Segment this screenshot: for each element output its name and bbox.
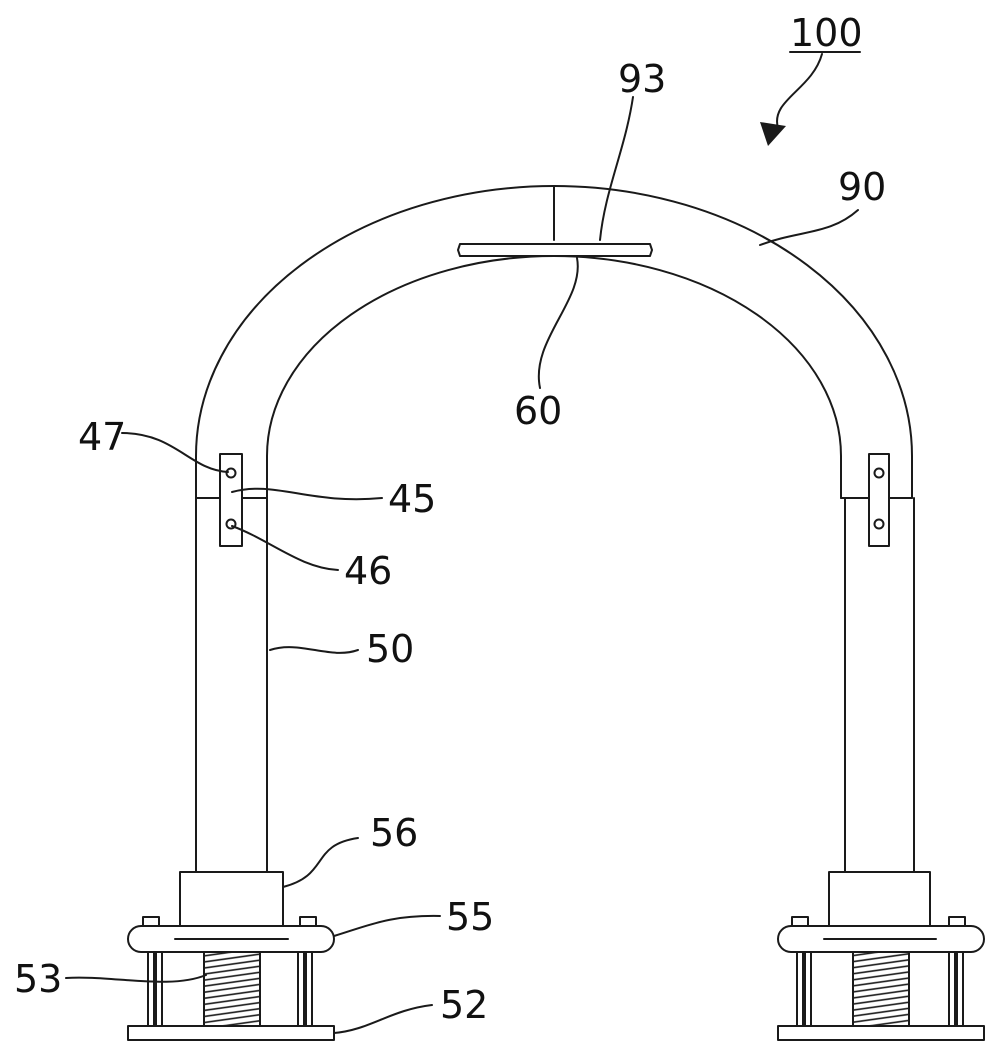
label-figure-ref: 100 <box>790 11 863 55</box>
arch-inner-edge <box>267 256 841 498</box>
left-post <box>196 498 267 872</box>
left-post-base <box>180 872 283 928</box>
right-joint-bracket <box>869 454 889 546</box>
label-pin-upper: 47 <box>78 415 126 459</box>
reference-labels: 100 93 90 60 47 45 46 50 56 55 53 52 <box>14 11 886 1027</box>
label-lamp: 60 <box>514 389 562 433</box>
right-base-assembly <box>778 872 984 1040</box>
label-clamp-plate: 55 <box>446 895 494 939</box>
label-arch-plate: 93 <box>618 57 666 101</box>
label-pin-lower: 46 <box>344 549 392 593</box>
lamp-plate <box>458 244 652 256</box>
label-post: 50 <box>366 627 414 671</box>
label-base-plate: 52 <box>440 983 488 1027</box>
label-arch: 90 <box>838 165 886 209</box>
left-base-plate <box>128 1026 334 1040</box>
label-post-base: 56 <box>370 811 418 855</box>
label-joint-bracket: 45 <box>388 477 436 521</box>
left-joint-bracket <box>220 454 242 546</box>
left-base-assembly <box>128 872 334 1040</box>
pin-upper-left <box>227 469 236 478</box>
left-screw <box>204 952 260 1026</box>
right-post <box>845 498 914 872</box>
figure-ref-arrow <box>760 122 786 146</box>
label-screw: 53 <box>14 957 62 1001</box>
